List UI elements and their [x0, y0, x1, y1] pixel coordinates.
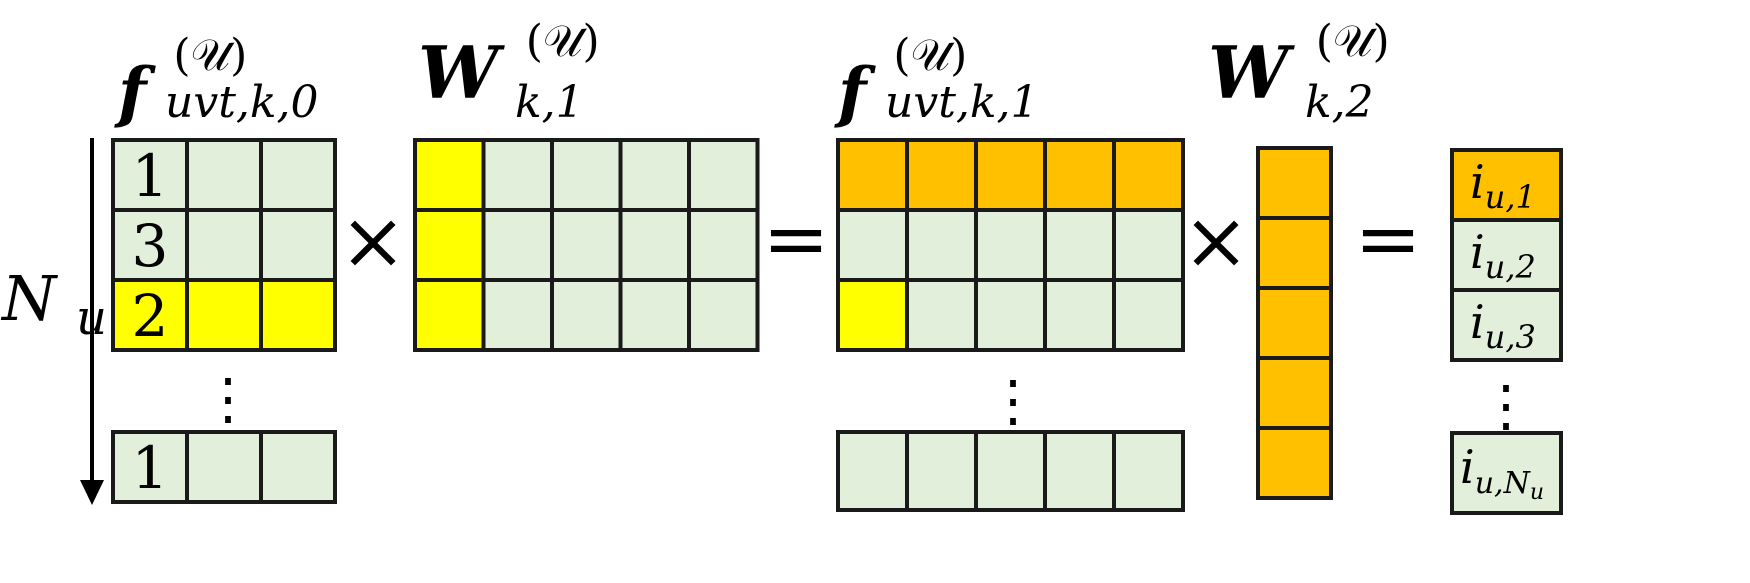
label-w1-base: W [418, 30, 505, 115]
result-last-cell [1450, 431, 1563, 515]
w1-cell [687, 208, 760, 282]
equals-operator-2: = [1354, 192, 1421, 285]
f0-last-cell [111, 430, 189, 504]
label-f0-sub: uvt,k,0 [165, 77, 319, 128]
result-cell-label: iu,1 [1470, 155, 1536, 216]
equals-operator-1: = [762, 192, 829, 285]
times-operator-1: × [339, 194, 406, 287]
result-cell [1450, 218, 1563, 292]
w1-cell [618, 278, 691, 352]
f1-cell [905, 278, 978, 352]
f1-cell [1112, 278, 1185, 352]
w1-cell [618, 138, 691, 212]
ellipsis-f0: ⋮ [200, 367, 256, 432]
label-f0-sup: (𝒰) [173, 30, 247, 81]
matrix-w2 [1256, 146, 1333, 500]
w1-cell [413, 138, 486, 212]
result-last-cell-label: iu,Nu [1460, 440, 1544, 505]
f0-cell [185, 208, 263, 282]
w1-cell [413, 278, 486, 352]
times-operator-2: × [1182, 194, 1249, 287]
w2-cell [1256, 356, 1333, 430]
f0-cell [111, 278, 189, 352]
w2-cell [1256, 146, 1333, 220]
w1-cell [481, 208, 554, 282]
label-w2: W (𝒰) k,2 [1208, 0, 1413, 128]
axis-label-base: N [0, 262, 59, 335]
f1-cell [836, 208, 909, 282]
label-w1-sub: k,1 [515, 77, 584, 128]
w1-cell [687, 138, 760, 212]
w1-cell [687, 278, 760, 352]
f0-last-cell [185, 430, 263, 504]
f1-cell [1043, 208, 1116, 282]
f1-cell [905, 138, 978, 212]
result-cell [1450, 148, 1563, 222]
f1-last-cell [836, 430, 909, 512]
f0-cell [185, 138, 263, 212]
label-f1-sub: uvt,k,1 [885, 77, 1039, 128]
f1-cell [974, 138, 1047, 212]
matrix-f1 [836, 138, 1185, 512]
f0-cell [259, 208, 337, 282]
label-w2-sup: (𝒰) [1316, 16, 1390, 67]
matrix-w1 [413, 138, 760, 352]
f1-cell [974, 278, 1047, 352]
label-w2-sub: k,2 [1305, 77, 1374, 128]
w1-cell [550, 208, 623, 282]
result-cell [1450, 288, 1563, 362]
f1-last-cell [974, 430, 1047, 512]
matrix-result: iu,1 iu,2 iu,3 iu,Nu [1450, 148, 1563, 515]
f0-cell-value: 2 [132, 282, 169, 350]
label-w1-sup: (𝒰) [526, 16, 600, 67]
f1-cell [974, 208, 1047, 282]
f0-cell [259, 278, 337, 352]
row-axis-arrowhead [80, 480, 104, 505]
f1-last-cell [1043, 430, 1116, 512]
f1-cell [1112, 138, 1185, 212]
f1-cell [905, 208, 978, 282]
f0-cell-value: 3 [132, 212, 169, 280]
f1-last-cell [1112, 430, 1185, 512]
label-f1: f (𝒰) uvt,k,1 [834, 9, 1039, 131]
f0-cell [259, 138, 337, 212]
label-f1-sup: (𝒰) [893, 30, 967, 81]
f1-cell [1112, 208, 1185, 282]
label-w1: W (𝒰) k,1 [418, 0, 623, 128]
w2-cell [1256, 286, 1333, 360]
f1-cell [836, 278, 909, 352]
w2-cell [1256, 426, 1333, 500]
f0-last-cell-value: 1 [132, 434, 169, 502]
ellipsis-result: ⋮ [1478, 374, 1534, 439]
label-f1-base: f [834, 53, 876, 131]
w1-cell [481, 138, 554, 212]
w1-cell [481, 278, 554, 352]
label-w2-base: W [1208, 30, 1295, 115]
f1-cell [1043, 278, 1116, 352]
label-f0-base: f [114, 53, 156, 131]
result-cell-label: iu,3 [1470, 295, 1536, 356]
w2-cell [1256, 216, 1333, 290]
w1-cell [618, 208, 691, 282]
f1-last-cell [905, 430, 978, 512]
w1-cell [550, 138, 623, 212]
w1-cell [550, 278, 623, 352]
f0-cell-value: 1 [132, 142, 169, 210]
f1-cell [836, 138, 909, 212]
f0-last-cell [259, 430, 337, 504]
f1-cell [1043, 138, 1116, 212]
result-cell-label: iu,2 [1470, 225, 1536, 286]
ellipsis-f1: ⋮ [985, 369, 1041, 434]
f0-cell [185, 278, 263, 352]
w1-cell [413, 208, 486, 282]
label-f0: f (𝒰) uvt,k,0 [114, 9, 319, 131]
